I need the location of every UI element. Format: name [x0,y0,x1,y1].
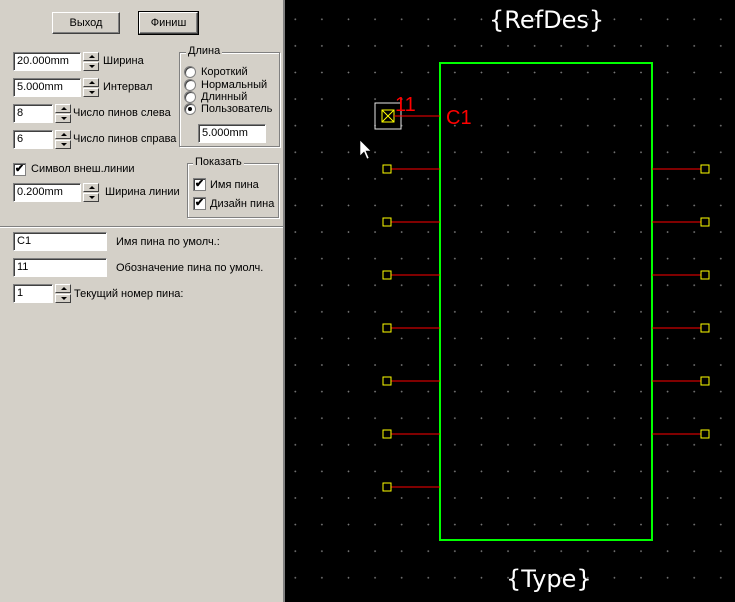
line-width-stepper[interactable] [83,183,99,202]
schematic-drawing: 11 C1 [359,62,710,541]
length-group [179,52,280,147]
spin-down-icon[interactable] [83,62,99,71]
cursor-pin[interactable]: 11 C1 [374,94,472,130]
type-text: {Type} [506,565,592,593]
right-pin-end[interactable] [700,164,710,174]
pins-right-field[interactable]: 6 [13,130,53,149]
spin-down-icon[interactable] [55,294,71,303]
left-pin-end[interactable] [382,217,392,227]
width-field[interactable]: 20.000mm [13,52,81,71]
current-pin-label: Текущий номер пина: [74,288,184,300]
schematic-canvas[interactable]: {RefDes} {Type} 11 C1 [287,0,735,602]
pin-designator-check-label: Дизайн пина [210,198,275,210]
ext-line-label: Символ внеш.линии [31,163,135,175]
left-pin-end[interactable] [382,482,392,492]
length-normal-label: Нормальный [201,79,268,91]
default-pin-name-field[interactable]: C1 [13,232,107,251]
spin-up-icon[interactable] [83,183,99,192]
spin-up-icon[interactable] [55,284,71,293]
pins-left-stepper[interactable] [55,104,71,123]
exit-button[interactable]: Выход [52,12,120,34]
default-pin-designator-label: Обозначение пина по умолч. [116,262,264,274]
current-pin-stepper[interactable] [55,284,71,303]
interval-stepper[interactable] [83,78,99,97]
length-custom-field[interactable]: 5.000mm [198,124,266,143]
pin-designator-checkbox[interactable]: ✔ [193,197,206,210]
pins-right-label: Число пинов справа [73,133,177,145]
pin-name-checkbox[interactable]: ✔ [193,178,206,191]
left-pin-end[interactable] [382,323,392,333]
left-pin-end[interactable] [382,429,392,439]
interval-label: Интервал [103,81,153,93]
finish-button[interactable]: Финиш [138,11,199,35]
component-body[interactable] [439,62,653,541]
spin-down-icon[interactable] [83,88,99,97]
length-normal-radio[interactable] [184,79,196,91]
mouse-cursor-icon [359,139,372,160]
width-stepper[interactable] [83,52,99,71]
right-pin-end[interactable] [700,270,710,280]
current-pin-field[interactable]: 1 [13,284,53,303]
pins-left-field[interactable]: 8 [13,104,53,123]
spin-up-icon[interactable] [55,104,71,113]
length-short-label: Короткий [201,66,248,78]
length-short-radio[interactable] [184,66,196,78]
separator [0,226,283,228]
refdes-text: {RefDes} [489,6,605,34]
spin-up-icon[interactable] [83,78,99,87]
left-pin-end[interactable] [382,270,392,280]
line-width-label: Ширина линии [105,186,180,198]
right-pin-end[interactable] [700,217,710,227]
spin-up-icon[interactable] [83,52,99,61]
left-pin-end[interactable] [382,376,392,386]
cursor-pin-number: 11 [395,94,416,116]
length-custom-label: Пользователь [201,103,273,115]
show-group-title: Показать [193,156,244,168]
spin-down-icon[interactable] [55,114,71,123]
right-pin-end[interactable] [700,323,710,333]
length-long-label: Длинный [201,91,248,103]
component-wizard-panel: Выход Финиш 20.000mm Ширина 5.000mm Инте… [0,0,285,602]
spin-down-icon[interactable] [55,140,71,149]
spin-down-icon[interactable] [83,193,99,202]
cursor-pin-cross [381,109,395,123]
line-width-field[interactable]: 0.200mm [13,183,81,202]
length-custom-radio[interactable] [184,103,196,115]
length-long-radio[interactable] [184,91,196,103]
pin-name-check-label: Имя пина [210,179,259,191]
interval-field[interactable]: 5.000mm [13,78,81,97]
right-pin-end[interactable] [700,376,710,386]
pins-right-stepper[interactable] [55,130,71,149]
cursor-pin-name: C1 [446,107,472,129]
width-label: Ширина [103,55,144,67]
left-pin-end[interactable] [382,164,392,174]
default-pin-designator-field[interactable]: 11 [13,258,107,277]
length-group-title: Длина [186,45,223,57]
pins-left-label: Число пинов слева [73,107,171,119]
default-pin-name-label: Имя пина по умолч.: [116,236,220,248]
ext-line-checkbox[interactable]: ✔ [13,163,26,176]
spin-up-icon[interactable] [55,130,71,139]
right-pin-end[interactable] [700,429,710,439]
